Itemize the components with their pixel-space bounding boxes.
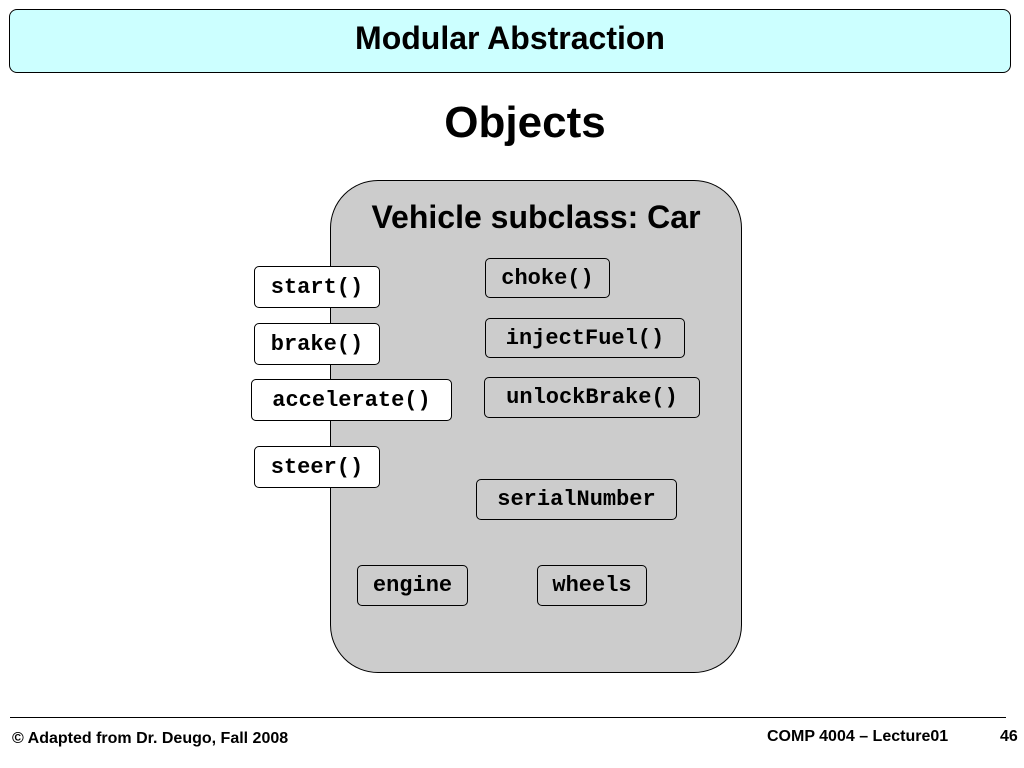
car-object-title: Vehicle subclass: Car bbox=[371, 199, 701, 235]
field-serial-number: serialNumber bbox=[476, 479, 677, 520]
title-bar: Modular Abstraction bbox=[9, 9, 1011, 73]
footer-page-number: 46 bbox=[1000, 728, 1018, 745]
method-choke: choke() bbox=[485, 258, 610, 298]
method-inject-fuel: injectFuel() bbox=[485, 318, 685, 358]
footer-divider bbox=[10, 717, 1006, 718]
method-steer: steer() bbox=[254, 446, 380, 488]
field-wheels: wheels bbox=[537, 565, 647, 606]
slide-title: Modular Abstraction bbox=[355, 20, 665, 56]
method-start: start() bbox=[254, 266, 380, 308]
footer-course: COMP 4004 – Lecture01 bbox=[767, 728, 949, 745]
method-unlock-brake: unlockBrake() bbox=[484, 377, 700, 418]
footer-credit: © Adapted from Dr. Deugo, Fall 2008 bbox=[12, 730, 289, 747]
slide-subtitle: Objects bbox=[444, 98, 606, 147]
method-accelerate: accelerate() bbox=[251, 379, 452, 421]
method-brake: brake() bbox=[254, 323, 380, 365]
field-engine: engine bbox=[357, 565, 468, 606]
